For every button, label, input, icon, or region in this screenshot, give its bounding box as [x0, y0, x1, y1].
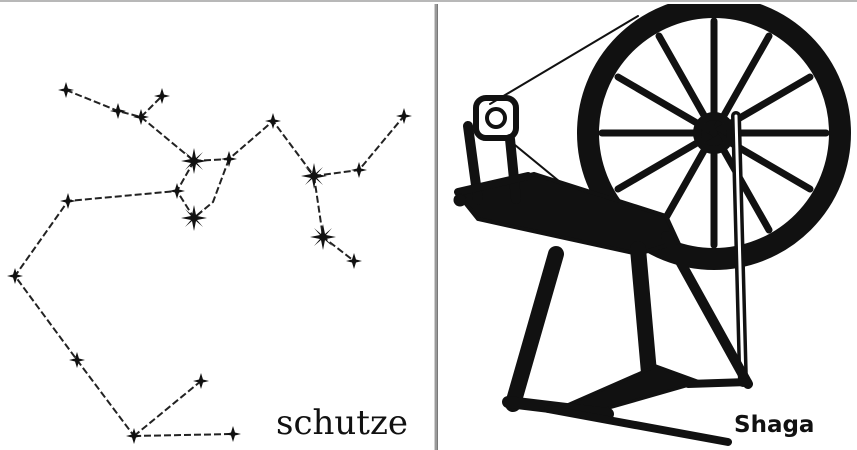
- bright-star-marker: [301, 163, 327, 189]
- spinning-wheel-caption: Shaga: [734, 414, 814, 437]
- constellation-panel: schutze: [0, 4, 434, 450]
- star-marker: [110, 103, 126, 119]
- star-marker: [58, 82, 74, 98]
- bright-star-marker: [181, 148, 207, 174]
- star-marker: [7, 268, 23, 284]
- star-marker: [126, 428, 142, 444]
- constellation-stars: [7, 82, 412, 444]
- star-marker: [133, 109, 149, 125]
- star-marker: [193, 373, 209, 389]
- spinning-wheel-illustration: [438, 4, 857, 450]
- star-marker: [396, 108, 412, 124]
- bright-star-marker: [310, 224, 336, 250]
- bright-star-marker: [181, 205, 207, 231]
- spinning-wheel-drawing: [454, 7, 840, 442]
- constellation-diagram: [0, 4, 434, 450]
- constellation-lines: [15, 90, 404, 436]
- star-marker: [169, 183, 185, 199]
- star-marker: [69, 352, 85, 368]
- star-marker: [60, 193, 76, 209]
- constellation-caption: schutze: [276, 406, 408, 440]
- spinning-wheel-panel: Shaga: [438, 4, 857, 450]
- star-marker: [225, 426, 241, 442]
